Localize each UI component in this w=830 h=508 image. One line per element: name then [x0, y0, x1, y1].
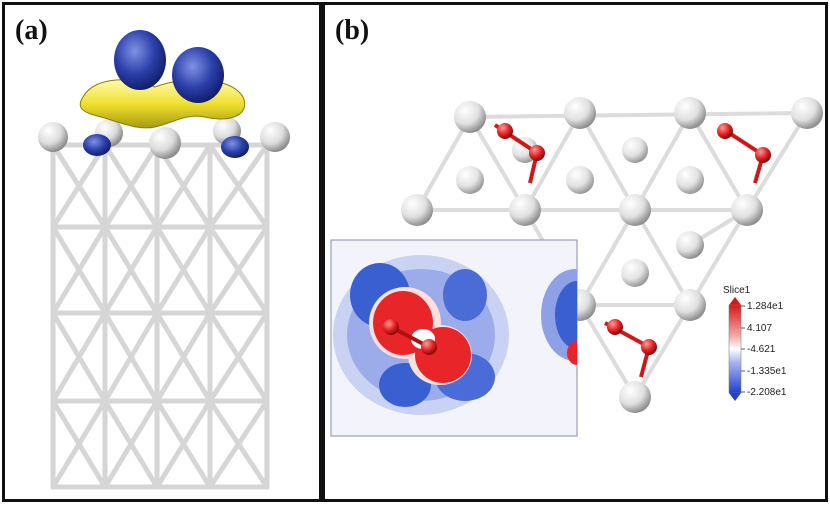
- oxygen-atoms: [497, 123, 771, 355]
- surface-atoms: [38, 117, 290, 159]
- second-layer-atoms: [456, 137, 704, 287]
- upper-isosurface-lobes: [114, 30, 224, 103]
- density-slice-inset: [330, 239, 578, 437]
- lattice-bonds: [415, 111, 809, 399]
- legend-tick: 1.284e1: [747, 301, 784, 312]
- top-layer-atoms: [401, 97, 823, 413]
- panel-b: (b): [322, 2, 828, 502]
- legend-tick: -1.335e1: [747, 366, 787, 377]
- legend-title: Slice1: [723, 285, 751, 296]
- panel-a: (a): [2, 2, 322, 502]
- lower-isosurface-lobes: [83, 134, 249, 158]
- slab-bond-frame: [50, 142, 270, 490]
- colorbar-legend: Slice1 1.284e1 4.107 -4.621 -1.335e1 -2.…: [723, 285, 787, 401]
- legend-tick: -2.208e1: [747, 387, 787, 398]
- legend-tick: 4.107: [747, 323, 772, 334]
- lattice-top-view: Slice1 1.284e1 4.107 -4.621 -1.335e1 -2.…: [330, 97, 823, 437]
- legend-tick: -4.621: [747, 344, 776, 355]
- slab-side-view: [38, 30, 290, 490]
- panel-b-label: (b): [335, 15, 370, 46]
- panel-a-label: (a): [15, 15, 48, 46]
